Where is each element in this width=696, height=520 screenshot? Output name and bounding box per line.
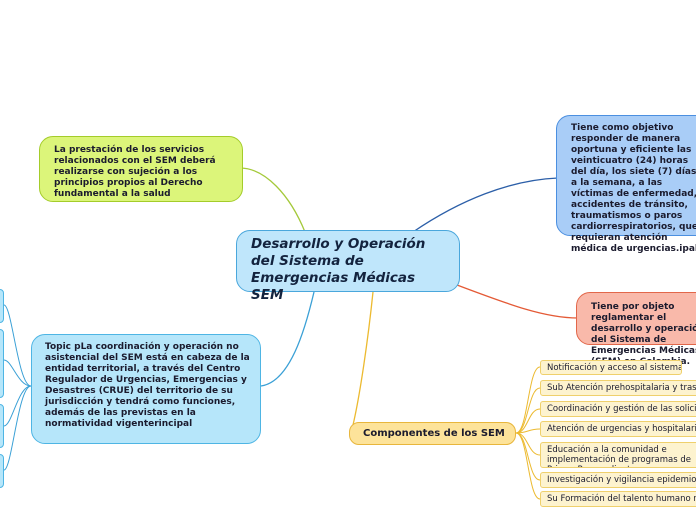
central-topic[interactable]: Desarrollo y Operación del Sistema de Em…: [236, 230, 460, 303]
subtopic-atencion-urgencias-text: Atención de urgencias y hospitalaria.: [547, 424, 696, 434]
subtopic-educacion-comunidad-text: Educación a la comunidad e implementació…: [547, 445, 691, 467]
link-red: [456, 284, 579, 319]
subtopic-notificacion[interactable]: Notificación y acceso al sistema.: [540, 360, 682, 375]
topic-coordinacion[interactable]: Topic pLa coordinación y operación no as…: [31, 334, 261, 444]
left-branch-lines: [3, 304, 32, 471]
subtopic-notificacion-text: Notificación y acceso al sistema.: [547, 363, 682, 373]
central-topic-text: Desarrollo y Operación del Sistema de Em…: [251, 236, 426, 303]
left-subtopic-2[interactable]: [0, 329, 4, 398]
subtopic-educacion-comunidad[interactable]: Educación a la comunidad e implementació…: [540, 442, 696, 468]
subtopic-coordinacion-gestion[interactable]: Coordinación y gestión de las solicitude…: [540, 401, 696, 417]
left-subtopic-4[interactable]: [0, 454, 4, 488]
topic-objetivo-text: Tiene como objetivo responder de manera …: [571, 123, 696, 254]
topic-componentes[interactable]: Componentes de los SEM: [349, 422, 516, 445]
link-cyan: [260, 291, 315, 387]
component-branch-lines: [515, 366, 541, 500]
subtopic-formacion-talento[interactable]: Su Formación del talento humano requerid…: [540, 491, 696, 507]
topic-derecho-salud-text: La prestación de los servicios relaciona…: [54, 145, 216, 199]
topic-componentes-text: Componentes de los SEM: [363, 428, 505, 439]
link-blue: [412, 177, 559, 233]
link-yellow: [352, 291, 374, 426]
left-subtopic-1[interactable]: [0, 289, 4, 323]
topic-objetivo[interactable]: Tiene como objetivo responder de manera …: [556, 115, 696, 254]
link-green: [239, 167, 306, 233]
left-subtopic-3[interactable]: [0, 404, 4, 448]
topic-derecho-salud[interactable]: La prestación de los servicios relaciona…: [39, 136, 243, 202]
subtopic-investigacion[interactable]: Investigación y vigilancia epidemiológic…: [540, 472, 696, 488]
topic-objeto[interactable]: Tiene por objeto reglamentar el desarrol…: [576, 292, 696, 367]
subtopic-atencion-prehospitalaria-text: Sub Atención prehospitalaria y traslado: [547, 383, 696, 393]
subtopic-atencion-urgencias[interactable]: Atención de urgencias y hospitalaria.: [540, 421, 696, 437]
topic-objeto-text: Tiene por objeto reglamentar el desarrol…: [591, 302, 696, 367]
subtopic-coordinacion-gestion-text: Coordinación y gestión de las solicitude…: [547, 404, 696, 414]
subtopic-atencion-prehospitalaria[interactable]: Sub Atención prehospitalaria y traslado: [540, 380, 696, 396]
topic-coordinacion-text: Topic pLa coordinación y operación no as…: [45, 342, 250, 429]
subtopic-formacion-talento-text: Su Formación del talento humano requerid…: [547, 494, 696, 504]
subtopic-investigacion-text: Investigación y vigilancia epidemiológic…: [547, 475, 696, 485]
